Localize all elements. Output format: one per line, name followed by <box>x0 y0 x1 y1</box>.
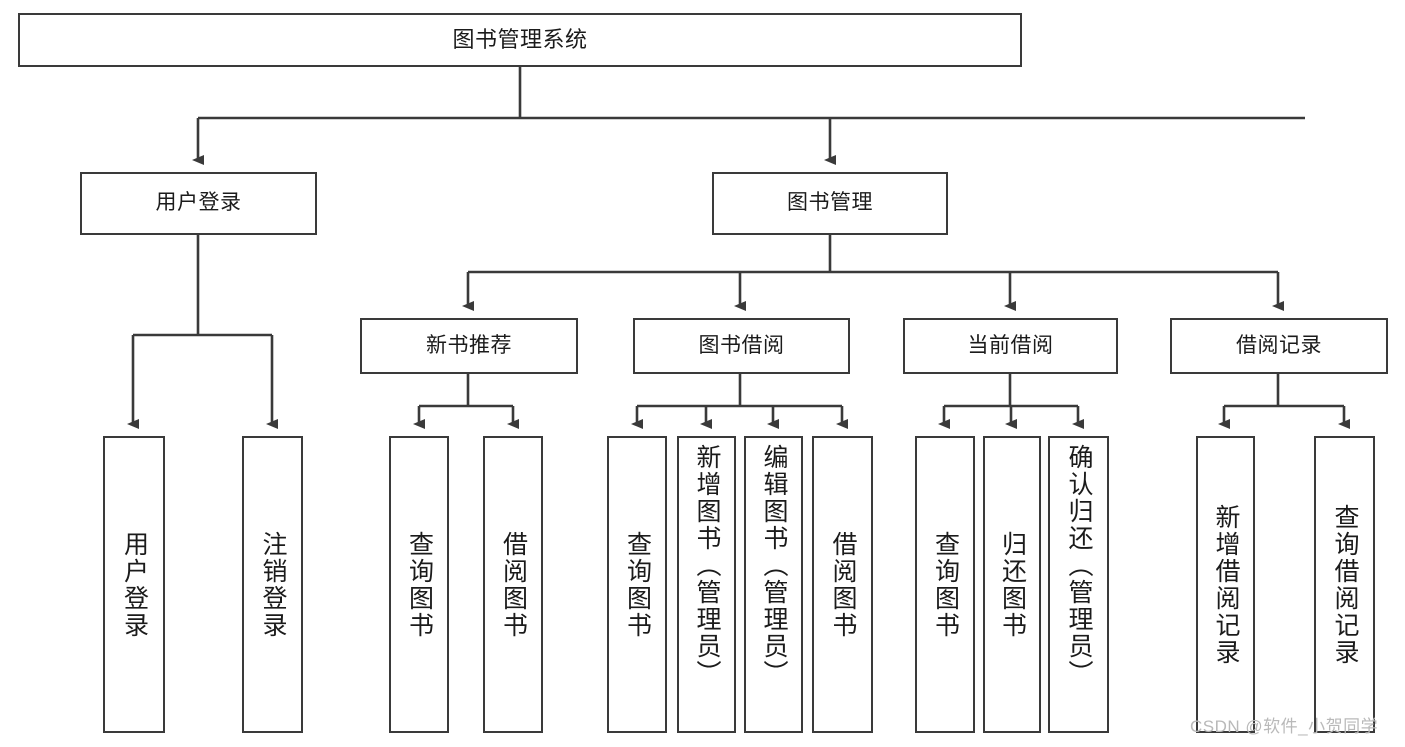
leaf-query-borrow-record[interactable]: 查询借阅记录 <box>1314 436 1375 733</box>
node-root-book-management-system[interactable]: 图书管理系统 <box>18 13 1022 67</box>
csdn-watermark: CSDN @软件_小贺同学 <box>1190 717 1379 736</box>
node-label: 查询图书 <box>623 530 652 639</box>
leaf-confirm-return-admin[interactable]: 确认归还（管理员） <box>1048 436 1109 733</box>
leaf-query-book-current[interactable]: 查询图书 <box>915 436 975 733</box>
node-label: 用户登录 <box>120 530 149 639</box>
node-user-login[interactable]: 用户登录 <box>80 172 317 235</box>
leaf-add-book-admin[interactable]: 新增图书（管理员） <box>677 436 736 733</box>
leaf-query-book-recommend[interactable]: 查询图书 <box>389 436 449 733</box>
node-label: 新增借阅记录 <box>1212 503 1240 666</box>
node-label: 新增图书（管理员） <box>693 444 721 687</box>
node-label: 编辑图书（管理员） <box>760 444 788 687</box>
node-label: 确认归还（管理员） <box>1065 444 1093 687</box>
leaf-borrow-book-recommend[interactable]: 借阅图书 <box>483 436 543 733</box>
node-current-borrow[interactable]: 当前借阅 <box>903 318 1118 374</box>
node-label: 归还图书 <box>998 530 1027 639</box>
node-label: 图书管理系统 <box>452 27 588 53</box>
node-label: 查询图书 <box>931 530 960 639</box>
node-label: 借阅记录 <box>1236 333 1322 357</box>
node-label: 查询借阅记录 <box>1331 503 1359 666</box>
node-book-borrow[interactable]: 图书借阅 <box>633 318 850 374</box>
leaf-return-book[interactable]: 归还图书 <box>983 436 1041 733</box>
node-label: 用户登录 <box>155 191 242 215</box>
node-label: 图书借阅 <box>698 333 785 357</box>
node-book-management[interactable]: 图书管理 <box>712 172 948 235</box>
leaf-add-borrow-record[interactable]: 新增借阅记录 <box>1196 436 1255 733</box>
node-label: 注销登录 <box>259 530 287 639</box>
node-label: 借阅图书 <box>499 530 528 639</box>
leaf-edit-book-admin[interactable]: 编辑图书（管理员） <box>744 436 803 733</box>
node-label: 新书推荐 <box>426 333 512 357</box>
node-new-book-recommend[interactable]: 新书推荐 <box>360 318 578 374</box>
leaf-borrow-book[interactable]: 借阅图书 <box>812 436 873 733</box>
node-label: 图书管理 <box>787 191 873 215</box>
node-label: 借阅图书 <box>829 530 857 639</box>
node-borrow-record[interactable]: 借阅记录 <box>1170 318 1388 374</box>
node-label: 当前借阅 <box>967 333 1054 357</box>
leaf-query-book-borrow[interactable]: 查询图书 <box>607 436 667 733</box>
node-label: 查询图书 <box>405 530 434 639</box>
leaf-user-logout[interactable]: 注销登录 <box>242 436 303 733</box>
leaf-user-login[interactable]: 用户登录 <box>103 436 165 733</box>
